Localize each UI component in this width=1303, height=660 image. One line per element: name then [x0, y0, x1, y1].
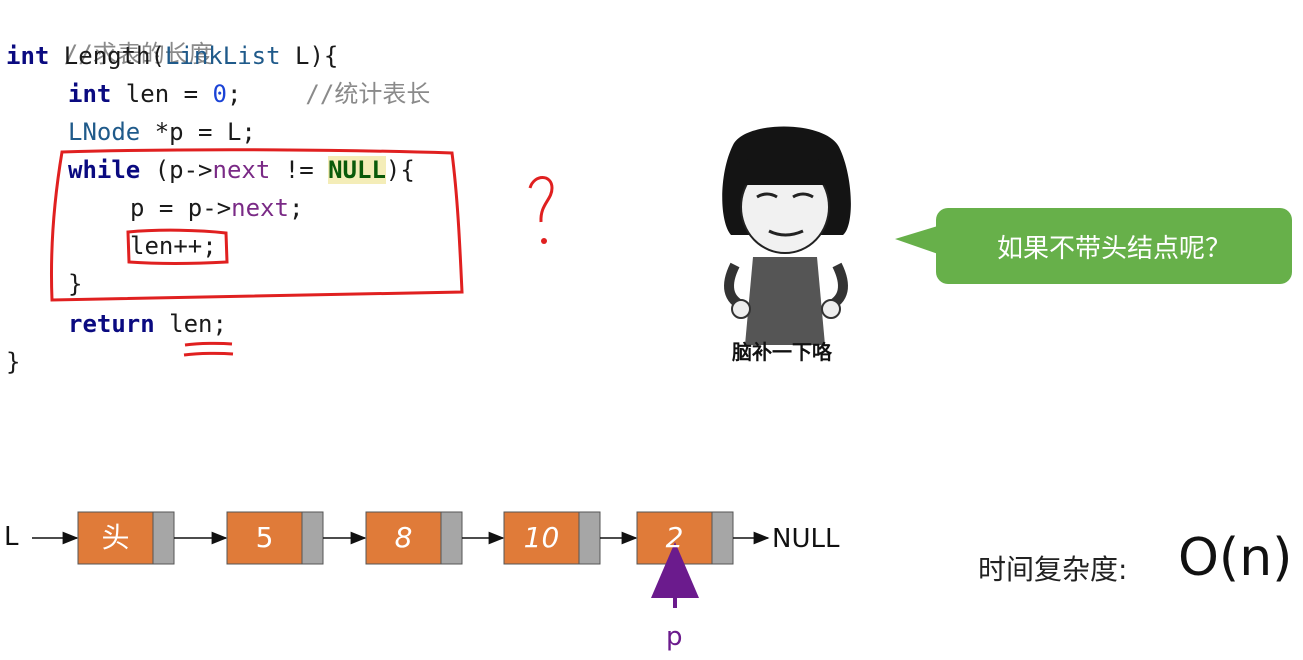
null-terminator-label: NULL	[772, 524, 839, 554]
node-8-pointer-cell	[441, 512, 462, 564]
head-pointer-label: L	[4, 522, 19, 552]
node-value-head: 头	[78, 512, 153, 564]
node-10-pointer-cell	[579, 512, 600, 564]
node-value-10: 10	[504, 512, 579, 564]
node-head-pointer-cell	[153, 512, 174, 564]
pointer-p-label: p	[666, 622, 683, 652]
node-value-2: 2	[637, 512, 712, 564]
node-value-8: 8	[366, 512, 441, 564]
complexity-label: 时间复杂度:	[978, 548, 1127, 588]
node-value-5: 5	[227, 512, 302, 564]
node-5-pointer-cell	[302, 512, 323, 564]
complexity-value: O(n)	[1178, 528, 1292, 588]
node-2-pointer-cell	[712, 512, 733, 564]
